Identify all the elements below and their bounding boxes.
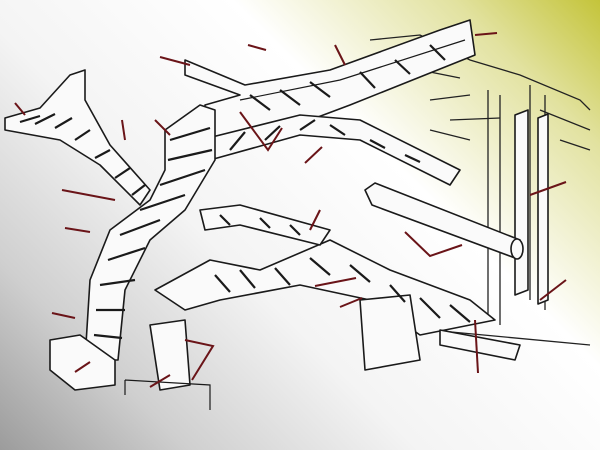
pipe xyxy=(364,182,524,260)
leader-line xyxy=(149,374,171,388)
leader-line xyxy=(239,111,283,152)
upper-horizontal-tray xyxy=(184,19,476,151)
leader-line xyxy=(304,146,323,164)
right-branch-tray xyxy=(199,114,461,186)
support-columns xyxy=(49,294,421,410)
leader-line xyxy=(309,209,321,231)
leader-line xyxy=(51,312,76,319)
leader-line xyxy=(474,32,498,36)
leader-line xyxy=(159,56,191,66)
leader-line xyxy=(404,231,463,258)
leader-line xyxy=(184,339,215,381)
leader-line xyxy=(529,181,567,196)
leader-line xyxy=(121,119,126,141)
leader-line xyxy=(64,227,91,233)
leader-line xyxy=(154,119,171,136)
leader-line xyxy=(14,102,26,116)
leader-line xyxy=(539,279,567,301)
vertical-wall-tray xyxy=(514,109,549,305)
ladder-rungs xyxy=(19,44,471,340)
leader-lines xyxy=(14,32,567,388)
leader-line xyxy=(74,361,91,373)
leader-line xyxy=(474,319,479,374)
leader-line xyxy=(61,189,116,201)
leader-line xyxy=(247,44,267,51)
leader-line xyxy=(334,44,346,66)
leader-line xyxy=(314,277,357,287)
leader-line xyxy=(339,297,363,308)
vertical-s-bend-tray xyxy=(84,104,216,361)
